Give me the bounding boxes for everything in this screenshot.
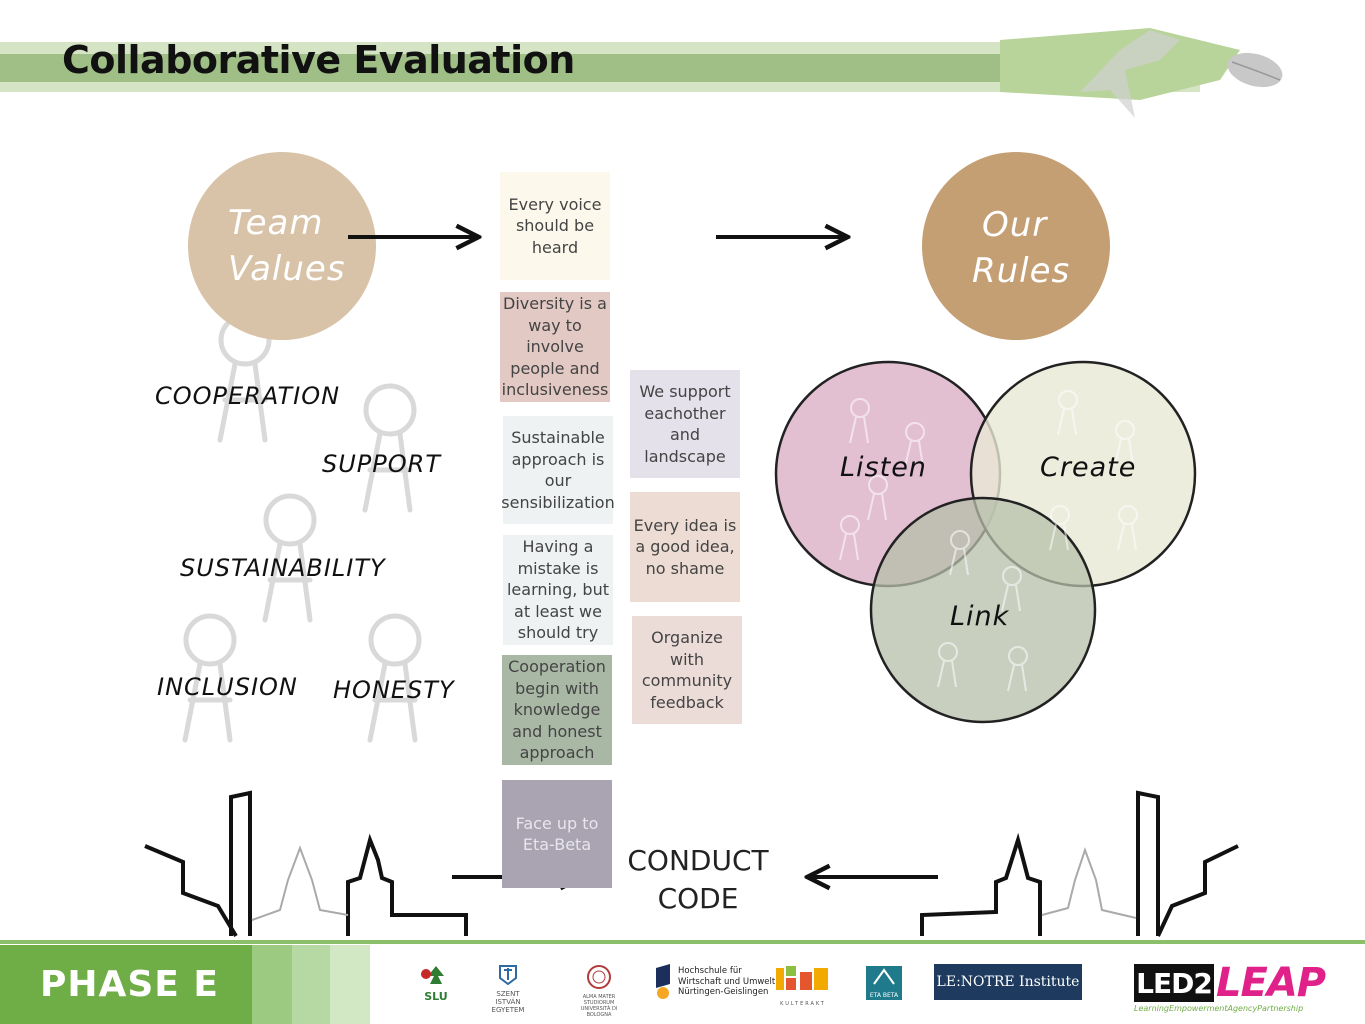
- slu-tree-icon: [421, 966, 444, 984]
- venn-label-link: Link: [950, 601, 1010, 632]
- value-support: SUPPORT: [322, 450, 441, 478]
- header-band-dark: [0, 54, 1180, 82]
- venn-link-circle: [869, 496, 1097, 724]
- note-diversity: Diversity is a way to involve people and…: [500, 292, 610, 402]
- note-cooperation: Cooperation begin with knowledge and hon…: [502, 655, 612, 765]
- kulterakt-blocks-icon: [776, 966, 828, 990]
- venn-label-create: Create: [1040, 452, 1137, 483]
- logo-kulterakt: KULTERAKT: [774, 964, 832, 1008]
- note-sustainable: Sustainable approach is our sensibilizat…: [501, 416, 615, 524]
- our-rules-circle: [922, 152, 1110, 340]
- conduct-code: CONDUCT CODE: [627, 844, 769, 915]
- footer-stripe-2: [292, 945, 330, 1024]
- footer-stripe-3: [330, 945, 370, 1024]
- logo-led2leap: LED2 LEAP LearningEmpowermentAgencyPartn…: [1134, 960, 1326, 1013]
- hfwu-shape-icon: [656, 964, 670, 999]
- header-silhouette: [1080, 30, 1180, 118]
- logo-alma-mater: ALMA MATER STUDIORUM UNIVERSITÀ DI BOLOG…: [574, 964, 624, 1018]
- skyline-right-faint: [1041, 846, 1137, 919]
- alma-mater-seal-icon: [587, 965, 611, 989]
- our-rules-title: Our Rules: [972, 205, 1071, 291]
- logo-slu: SLU: [418, 964, 454, 1002]
- venn-diagram: [774, 360, 1197, 724]
- szent-istvan-crest-icon: [499, 965, 517, 986]
- people-figures: [182, 313, 422, 743]
- logo-szent-istvan: SZENT ISTVÁN EGYETEM: [484, 964, 532, 1014]
- team-values-title: Team Values: [228, 203, 346, 289]
- team-values-circle: [188, 152, 376, 340]
- note-every-voice: Every voice should be heard: [500, 172, 610, 280]
- footer-top-line: [0, 940, 1365, 944]
- logo-lenotre: LE:NOTRE Institute: [934, 964, 1082, 1000]
- skyline-left: [144, 790, 468, 938]
- venn-label-listen: Listen: [840, 452, 927, 483]
- note-we-support: We support eachother and landscape: [630, 370, 740, 478]
- value-cooperation: COOPERATION: [155, 382, 341, 410]
- logo-hfwu: Hochschule für Wirtschaft und Umwelt Nür…: [654, 964, 775, 1004]
- logo-eta-beta: ETA BETA: [866, 966, 902, 1000]
- page-title: Collaborative Evaluation: [62, 38, 575, 82]
- skyline-right: [920, 790, 1239, 937]
- value-sustainability: SUSTAINABILITY: [180, 554, 386, 582]
- note-face-up: Face up to Eta-Beta: [502, 780, 612, 888]
- phase-label: PHASE E: [0, 945, 252, 1024]
- note-every-idea: Every idea is a good idea, no shame: [630, 492, 740, 602]
- skyline-left-faint: [251, 845, 349, 921]
- note-mistake: Having a mistake is learning, but at lea…: [503, 535, 613, 645]
- footer-stripe-1: [252, 945, 292, 1024]
- value-honesty: HONESTY: [333, 676, 455, 704]
- value-inclusion: INCLUSION: [157, 673, 298, 701]
- eta-beta-mark-icon: [873, 968, 895, 985]
- note-organize: Organize with community feedback: [632, 616, 742, 724]
